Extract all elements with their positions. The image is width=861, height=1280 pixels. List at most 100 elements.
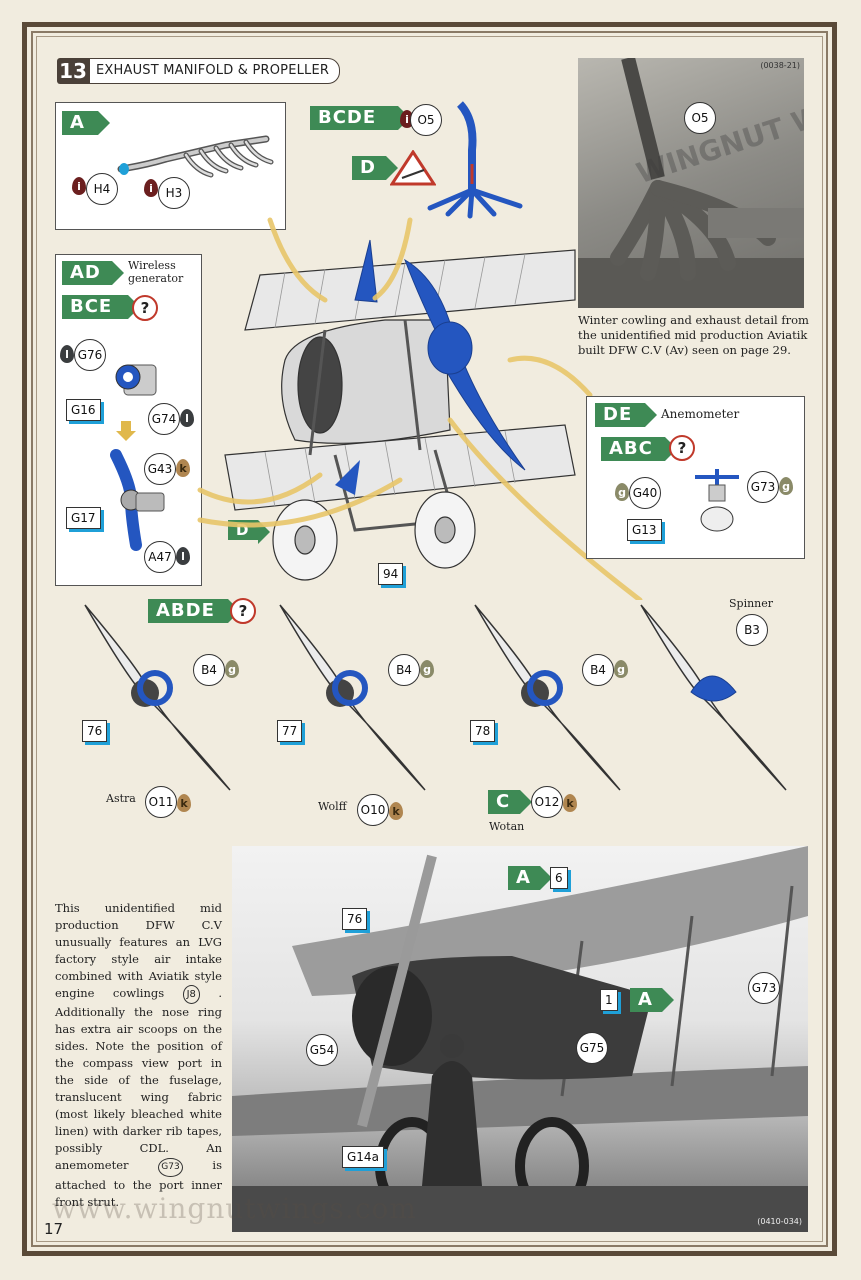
photo-top-caption: Winter cowling and exhaust detail from t…	[578, 313, 809, 357]
flag-c: C	[488, 790, 532, 814]
drop-icon: g	[225, 660, 239, 678]
website-watermark: www.wingnutwings.com	[52, 1192, 417, 1225]
paragraph-text-3: is attached to the port inner front stru…	[55, 1158, 223, 1209]
aircraft-illustration	[224, 239, 576, 581]
exhaust-manifold-illustration	[117, 135, 274, 178]
drop-icon: l	[176, 547, 190, 565]
prop2-tip: O10	[357, 794, 389, 826]
drop-icon: k	[176, 459, 190, 477]
prop2-blade: 77	[277, 720, 303, 742]
photo-cowling-drawing: WINGNUT WINGS	[578, 58, 804, 308]
part-o5: O5	[410, 104, 442, 136]
box-variant-a: A i H4 i H3	[55, 102, 286, 230]
step-number: 13	[57, 58, 89, 84]
part-g16: G16	[66, 399, 101, 421]
photo-callout-g75: G75	[576, 1032, 608, 1064]
page-frame-line	[36, 36, 823, 1242]
page-number: 17	[44, 1220, 64, 1238]
drop-icon: g	[615, 483, 629, 501]
part-g17: G17	[66, 507, 101, 529]
propeller-astra-illustration	[84, 604, 231, 791]
photo-callout-g54: G54	[306, 1034, 338, 1066]
propeller-spinner-illustration	[640, 604, 787, 791]
drop-icon: k	[177, 794, 191, 812]
step-title: EXHAUST MANIFOLD & PROPELLER	[89, 58, 341, 84]
part-a47: A47	[144, 541, 176, 573]
part-g74: G74	[148, 403, 180, 435]
flag-abc: ABC	[601, 437, 677, 461]
prop1-tip: O11	[145, 786, 177, 818]
reference-photo-bottom: (0410-034) 76 A 6 1 A G73 G54 G75 G14a	[232, 846, 808, 1232]
part-g43: G43	[144, 453, 176, 485]
generator-illustration	[115, 364, 157, 396]
box-anemometer: DE Anemometer ABC ? g G40 G73 g G13	[586, 396, 805, 559]
drop-icon: i	[144, 179, 158, 197]
drop-icon: g	[420, 660, 434, 678]
drop-icon: k	[389, 802, 403, 820]
exhaust-stack-illustration	[427, 101, 523, 219]
propeller-wotan-illustration	[474, 604, 621, 791]
spinner-part: B3	[736, 614, 768, 646]
flag-de: DE	[595, 403, 657, 427]
prop2-name: Wolff	[318, 800, 347, 813]
part-g40: G40	[629, 477, 661, 509]
drop-icon: g	[779, 477, 793, 495]
paragraph-text-1: This unidentified mid production DFW C.V…	[55, 901, 222, 1000]
photo-flag-a-mid: A	[630, 988, 674, 1012]
photo-callout-g14a: G14a	[342, 1146, 384, 1168]
photo-callout-1: 1	[600, 989, 618, 1011]
prop1-hub: B4	[193, 654, 225, 686]
photo-bottom-ref: (0410-034)	[757, 1217, 802, 1226]
part-h4: H4	[86, 173, 118, 205]
photo-ref: (0038-21)	[760, 61, 800, 70]
part-g73: G73	[747, 471, 779, 503]
question-icon: ?	[669, 435, 695, 461]
prop3-hub: B4	[582, 654, 614, 686]
anemometer-illustration	[695, 469, 739, 532]
part-h3: H3	[158, 177, 190, 209]
drop-icon: i	[72, 177, 86, 195]
part-g76: G76	[74, 339, 106, 371]
page-frame-inner	[31, 31, 828, 1247]
part-g13: G13	[627, 519, 662, 541]
callout-arrows	[197, 217, 643, 600]
caution-triangle-icon	[390, 150, 436, 186]
photo-callout-76: 76	[342, 908, 368, 930]
paragraph-text-2: . Additionally the nose ring has extra a…	[55, 986, 223, 1172]
photo-watermark: WINGNUT WINGS	[632, 75, 804, 190]
prop3-name: Wotan	[489, 820, 525, 833]
drop-icon: l	[180, 409, 194, 427]
drop-icon: g	[614, 660, 628, 678]
flag-bce: BCE	[62, 295, 140, 319]
part-94: 94	[378, 563, 404, 585]
question-icon: ?	[230, 598, 256, 624]
drop-icon: l	[60, 345, 74, 363]
prop3-tip: O12	[531, 786, 563, 818]
photo-callout-o5: O5	[684, 102, 716, 134]
flag-ad: AD	[62, 261, 124, 285]
box-generator: AD Wireless generator BCE ? l G76 G16 G7…	[55, 254, 202, 586]
prop1-name: Astra	[106, 792, 136, 805]
photo-flag-a-top: A	[508, 866, 552, 890]
prop2-hub: B4	[388, 654, 420, 686]
propeller-wolff-illustration	[279, 604, 426, 791]
photo-callout-g73: G73	[748, 972, 780, 1004]
drop-icon: k	[563, 794, 577, 812]
prop3-blade: 78	[470, 720, 496, 742]
spinner-label: Spinner	[729, 597, 774, 610]
prop1-blade: 76	[82, 720, 108, 742]
ref-j8: J8	[182, 985, 200, 1004]
ref-g73: G73	[158, 1158, 183, 1177]
reference-photo-top: WINGNUT WINGS (0038-21) O5	[578, 58, 804, 308]
arrow-down-icon	[116, 421, 136, 441]
anemometer-label: Anemometer	[661, 407, 740, 421]
page-frame	[22, 22, 837, 1256]
flag-bcde: BCDE	[310, 106, 410, 130]
photo-callout-6: 6	[550, 867, 568, 889]
wireless-generator-label: Wireless generator	[128, 259, 184, 285]
flag-a: A	[62, 111, 110, 135]
question-icon: ?	[132, 295, 158, 321]
generator-propeller-illustration	[110, 449, 165, 551]
description-paragraph: This unidentified mid production DFW C.V…	[55, 900, 222, 1211]
